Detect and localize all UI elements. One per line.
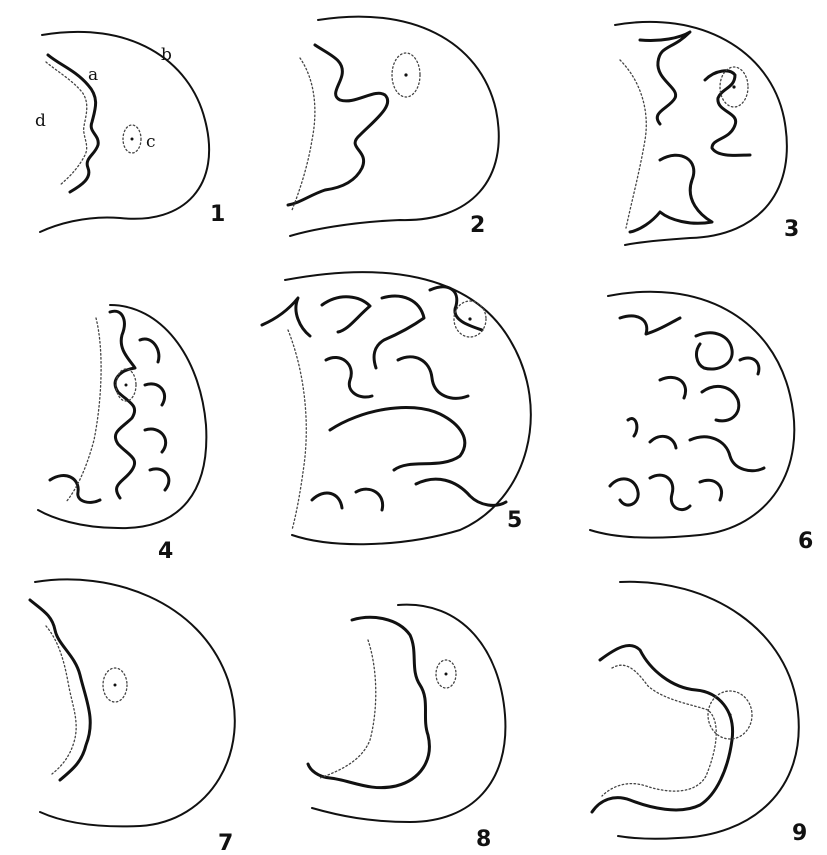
fig6-fold-middle: [660, 358, 759, 421]
fig5-fold-middle: [326, 357, 468, 398]
figure-8: 8: [308, 605, 505, 852]
fig3-dotted-inner: [620, 60, 646, 228]
fig3-fold-line-upper: [640, 32, 690, 124]
fig8-fold-line: [308, 617, 429, 787]
figure-number-4: 4: [158, 539, 173, 564]
fig5-fold-upper-right: [430, 287, 482, 330]
fig8-nucleus-dot: [445, 673, 448, 676]
fig4-fold-lobes: [140, 339, 169, 490]
figure-number-9: 9: [792, 821, 807, 846]
fig8-outer-outline: [312, 605, 505, 822]
fig2-nucleus-dot: [404, 73, 407, 76]
fig9-nucleus-dot: [728, 713, 731, 716]
fig1-dotted-inner: [46, 62, 87, 185]
fig3-nucleus-dot: [732, 85, 735, 88]
fig6-fold-upper: [620, 316, 732, 369]
figure-number-7: 7: [218, 831, 233, 855]
figure-number-5: 5: [507, 508, 522, 533]
fig5-fold-bottom: [312, 479, 506, 510]
figure-4: 4: [38, 305, 206, 564]
fig7-outer-outline: [35, 579, 235, 826]
fig5-fold-upper-left: [262, 297, 370, 336]
fig7-dotted-inner: [46, 626, 76, 774]
fig8-dotted-inner: [320, 640, 376, 778]
fig7-nucleus-dot: [114, 684, 117, 687]
fig3-fold-line-middle: [705, 71, 750, 156]
fig2-fold-line: [288, 45, 388, 205]
label-c: c: [146, 132, 156, 152]
fig6-fold-bottom: [610, 475, 722, 509]
label-d: d: [35, 111, 46, 131]
figure-6: 6: [590, 292, 813, 554]
figure-number-3: 3: [784, 217, 799, 242]
figure-2: 2: [288, 17, 499, 238]
fig3-fold-line-lower: [630, 155, 712, 232]
fig5-dotted-inner: [288, 330, 306, 530]
fig6-fold-lower: [650, 436, 764, 470]
fig6-fold-small: [628, 419, 637, 436]
fig4-dotted-inner: [66, 318, 101, 502]
label-b: b: [161, 45, 172, 65]
figure-number-1: 1: [210, 202, 225, 227]
fig2-dotted-inner: [292, 58, 315, 210]
figure-9: 9: [592, 582, 807, 846]
fig4-fold-column: [110, 311, 135, 498]
fig7-fold-line: [30, 600, 90, 780]
label-a: a: [88, 65, 98, 85]
figure-7: 7: [30, 579, 235, 855]
figure-1: a b c d 1: [35, 32, 225, 232]
fig9-dotted-inner: [602, 665, 716, 796]
figure-number-6: 6: [798, 529, 813, 554]
figure-number-8: 8: [476, 827, 491, 852]
fig5-fold-lower-middle: [330, 407, 465, 470]
fig1-nucleus-dot: [131, 138, 134, 141]
figure-5: 5: [262, 272, 531, 544]
figure-3: 3: [615, 22, 799, 245]
fig5-nucleus-dot: [468, 317, 471, 320]
fig4-nucleus-dot: [125, 384, 128, 387]
figure-number-2: 2: [470, 213, 485, 238]
